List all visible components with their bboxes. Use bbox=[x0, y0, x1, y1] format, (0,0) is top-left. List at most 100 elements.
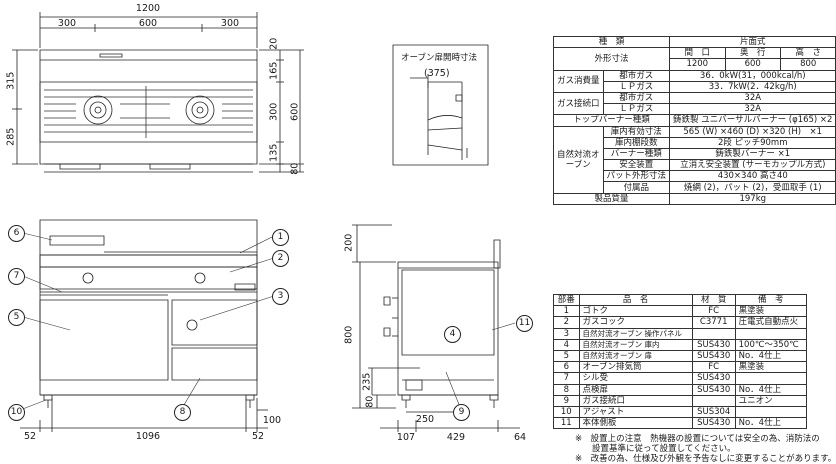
parts-header-cell: 部番 bbox=[553, 293, 580, 307]
dim-side-800: 800 bbox=[343, 325, 355, 344]
dim-segment-right: 300 bbox=[220, 18, 240, 29]
dim-front-width: 1096 bbox=[135, 431, 161, 442]
parts-header-cell: 備 考 bbox=[734, 293, 808, 307]
parts-cell bbox=[734, 327, 808, 340]
spec-row: 庫内棚段数 2段 ピッチ90mm bbox=[554, 136, 836, 149]
balloon-7: 7 bbox=[8, 268, 25, 285]
parts-header-row: 部番 品 名 材 質 備 考 bbox=[553, 293, 808, 307]
spec-cell: 片面式 bbox=[669, 35, 836, 49]
dim-right-600: 600 bbox=[289, 102, 301, 121]
dim-side-107: 107 bbox=[396, 432, 416, 443]
dim-side-200: 200 bbox=[343, 233, 355, 252]
dim-front-left-52: 52 bbox=[23, 431, 37, 442]
spec-cell: 付属品 bbox=[602, 181, 671, 194]
parts-cell: 点検扉 bbox=[578, 383, 693, 396]
spec-row: バーナー種類 鋳鉄製バーナー ×1 bbox=[554, 147, 836, 161]
parts-cell bbox=[734, 372, 808, 385]
parts-cell: 7 bbox=[553, 372, 580, 385]
parts-cell: 2 bbox=[553, 316, 580, 329]
spec-cell: 鋳鉄製 ユニバーサルバーナー (φ165) ×2 bbox=[669, 114, 836, 127]
parts-cell: ガス接続口 bbox=[578, 394, 693, 407]
dim-side-64: 64 bbox=[513, 432, 527, 443]
dim-right-300: 300 bbox=[268, 102, 280, 121]
parts-cell: 6 bbox=[553, 361, 580, 374]
dim-side-235: 235 bbox=[361, 372, 373, 391]
balloon-11: 11 bbox=[516, 315, 533, 332]
parts-cell: オーブン排気筒 bbox=[578, 361, 693, 374]
spec-cell: 32A bbox=[669, 91, 836, 105]
note-line-1: ※ 設置上の注意 熱機器の設置については安全の為、消防法の bbox=[575, 434, 820, 444]
spec-cell: バーナー種類 bbox=[602, 147, 671, 161]
parts-cell bbox=[691, 327, 736, 340]
dim-right-20: 20 bbox=[268, 37, 280, 50]
spec-cell: 都市ガス bbox=[602, 91, 671, 105]
balloon-6: 6 bbox=[8, 225, 25, 242]
parts-cell: 自然対流オーブン 操作パネル bbox=[578, 327, 693, 340]
spec-cell: 製品質量 bbox=[552, 192, 671, 205]
parts-header-cell: 材 質 bbox=[691, 293, 736, 307]
note-line-2: 設置基準に従って設置してください。 bbox=[575, 444, 736, 454]
dim-front-right-52: 52 bbox=[251, 431, 265, 442]
parts-cell: ガスコック bbox=[578, 316, 693, 329]
spec-cell: 800 bbox=[779, 58, 836, 71]
oven-door-title: オーブン扉開時寸法 bbox=[401, 53, 477, 63]
parts-cell: SUS430 bbox=[691, 338, 736, 351]
spec-cell: 1200 bbox=[669, 58, 726, 71]
drawing-canvas bbox=[0, 0, 813, 462]
parts-cell: 圧電式自動点火 bbox=[734, 316, 808, 329]
parts-cell: C3771 bbox=[691, 316, 736, 329]
parts-cell: SUS430 bbox=[691, 372, 736, 385]
parts-cell bbox=[691, 394, 736, 407]
spec-cell: 立消え安全装置 (サーモカップル方式) bbox=[669, 159, 836, 172]
parts-cell: ユニオン bbox=[734, 394, 808, 407]
leader-lines bbox=[20, 233, 515, 410]
spec-cell: トップバーナー種類 bbox=[552, 114, 671, 127]
parts-cell: SUS304 bbox=[691, 405, 736, 419]
top-view bbox=[12, 12, 304, 172]
parts-cell: 本体側板 bbox=[578, 417, 693, 430]
spec-row: 付属品 焼網 (2)，パット (2)，受皿取手 (1) bbox=[554, 181, 836, 194]
balloon-1: 1 bbox=[272, 229, 289, 246]
parts-cell: FC bbox=[691, 305, 736, 318]
parts-cell: No．4仕上 bbox=[734, 417, 808, 430]
dim-right-135: 135 bbox=[268, 143, 280, 162]
balloon-8: 8 bbox=[174, 404, 191, 421]
parts-cell: 5 bbox=[553, 349, 580, 363]
spec-cell: 奥 行 bbox=[724, 47, 781, 60]
parts-cell: 11 bbox=[553, 417, 580, 430]
spec-row: トップバーナー種類 鋳鉄製 ユニバーサルバーナー (φ165) ×2 bbox=[552, 114, 836, 127]
parts-cell: 4 bbox=[553, 338, 580, 351]
spec-row: ＬＰガス 32A bbox=[554, 103, 836, 116]
spec-cell: 間 口 bbox=[669, 47, 726, 60]
spec-cell: 安全装置 bbox=[602, 159, 671, 172]
dim-side-80: 80 bbox=[364, 395, 376, 408]
spec-cell: 焼網 (2)，パット (2)，受皿取手 (1) bbox=[669, 181, 836, 194]
parts-cell: SUS430 bbox=[691, 383, 736, 396]
dim-right-80: 80 bbox=[289, 162, 301, 175]
dim-depth-upper: 315 bbox=[5, 71, 17, 90]
balloon-5: 5 bbox=[8, 309, 25, 326]
spec-cell: 外形寸法 bbox=[552, 47, 671, 71]
parts-cell: SUS430 bbox=[691, 349, 736, 363]
spec-cell: パット外形寸法 bbox=[602, 170, 671, 183]
spec-cell: 36．0kW(31，000kcal/h) bbox=[669, 69, 836, 82]
balloon-4: 4 bbox=[444, 326, 461, 343]
parts-cell: ゴトク bbox=[578, 305, 693, 318]
parts-cell: アジャスト bbox=[578, 405, 693, 419]
balloon-3: 3 bbox=[272, 288, 289, 305]
spec-cell: 都市ガス bbox=[602, 69, 671, 82]
parts-cell: 9 bbox=[553, 394, 580, 407]
parts-cell: 1 bbox=[553, 305, 580, 318]
parts-cell: 100℃～350℃ bbox=[734, 338, 808, 351]
spec-cell: ガス接続口 bbox=[553, 91, 604, 116]
spec-cell: ガス消費量 bbox=[553, 69, 604, 93]
